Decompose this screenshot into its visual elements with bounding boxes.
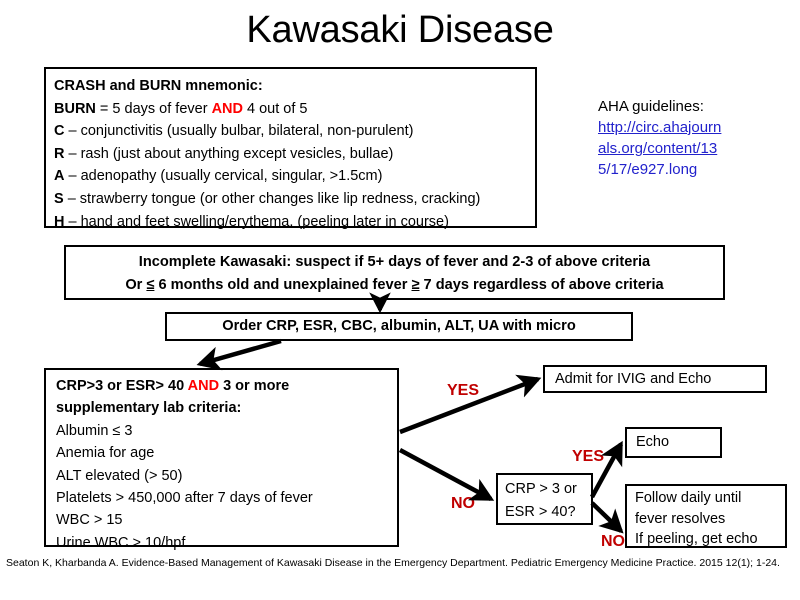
arrow-decision-no-to-follow [590,501,624,534]
incomplete-line-2-b: 6 months old and unexplained fever [154,277,412,293]
criteria-heading-a: CRP>3 or ESR> 40 [56,378,188,394]
echo-box: Echo [625,427,722,458]
follow-line-2: fever resolves [635,510,726,527]
crash-letter-r: R [54,145,65,162]
crash-text-r: – rash (just about anything except vesic… [64,145,394,162]
admit-text: Admit for IVIG and Echo [555,371,712,387]
incomplete-line-2-c: 7 days regardless of above criteria [419,277,664,293]
crash-item-r: R – rash (just about anything except ves… [54,143,535,166]
criteria-item-platelets: Platelets > 450,000 after 7 days of feve… [56,490,313,507]
follow-line-1: Follow daily until [635,490,742,506]
aha-link-line-3[interactable]: 5/17/e927.long [598,161,698,178]
criteria-heading-line-1: CRP>3 or ESR> 40 AND 3 or more [56,375,397,397]
crash-burn-mnemonic-box: CRASH and BURN mnemonic: BURN = 5 days o… [44,67,537,230]
echo-text: Echo [636,434,670,450]
lab-criteria-box: CRP>3 or ESR> 40 AND 3 or more supplemen… [44,368,399,551]
branch-label-no-primary: NO [451,495,475,512]
crash-letter-c: C [54,123,65,140]
crash-box-burn-line: BURN = 5 days of fever AND 4 out of 5 [54,98,535,121]
crp-esr-decision-box: CRP > 3 or ESR > 40? [496,473,593,525]
branch-label-yes-primary: YES [447,382,480,399]
burn-label: BURN [54,100,96,117]
branch-label-no-secondary: NO [601,533,625,550]
crash-item-a: A – adenopathy (usually cervical, singul… [54,165,535,188]
criteria-item-urine-wbc: Urine WBC > 10/hpf [56,534,186,551]
citation-text: Seaton K, Kharbanda A. Evidence-Based Ma… [6,557,780,569]
incomplete-line-1: Incomplete Kawasaki: suspect if 5+ days … [138,254,651,270]
decision-line-2: ESR > 40? [505,503,576,520]
page-title: Kawasaki Disease [246,9,554,51]
crash-letter-h: H [54,213,65,230]
criteria-and-keyword: AND [187,378,220,394]
incomplete-kawasaki-box: Incomplete Kawasaki: suspect if 5+ days … [64,245,725,300]
citation-block: Seaton K, Kharbanda A. Evidence-Based Ma… [6,556,796,571]
decision-line-1: CRP > 3 or [505,481,577,497]
greater-equal-symbol: ≥ [411,277,420,293]
crash-box-heading: CRASH and BURN mnemonic: [54,78,263,94]
crash-letter-s: S [54,190,64,207]
arrow-order-to-criteria [196,338,282,371]
incomplete-line-2-a: Or [125,277,147,293]
burn-and-keyword: AND [211,100,243,117]
aha-guidelines-block: AHA guidelines: http://circ.ahajourn als… [598,96,798,180]
criteria-item-anemia: Anemia for age [56,445,155,462]
criteria-item-albumin: Albumin ≤ 3 [56,422,133,439]
aha-heading: AHA guidelines: [598,98,704,115]
crash-letter-a: A [54,168,65,185]
criteria-item-alt: ALT elevated (> 50) [56,467,183,484]
crash-text-s: – strawberry tongue (or other changes li… [63,190,481,207]
criteria-heading-line-2: supplementary lab criteria: [56,400,242,417]
follow-daily-box: Follow daily until fever resolves If pee… [625,484,787,548]
arrow-criteria-no-to-decision [398,448,495,501]
order-labs-box: Order CRP, ESR, CBC, albumin, ALT, UA wi… [165,312,633,341]
admit-ivig-echo-box: Admit for IVIG and Echo [543,365,767,393]
aha-link-line-2[interactable]: als.org/content/13 [598,140,718,157]
burn-rest-1: = 5 days of fever [95,100,212,117]
criteria-item-wbc: WBC > 15 [56,512,123,529]
crash-item-c: C – conjunctivitis (usually bulbar, bila… [54,120,535,143]
crash-text-a: – adenopathy (usually cervical, singular… [64,168,383,185]
aha-link-line-1[interactable]: http://circ.ahajourn [598,119,722,136]
crash-item-h: H – hand and feet swelling/erythema, (pe… [54,211,535,234]
crash-item-s: S – strawberry tongue (or other changes … [54,188,535,211]
burn-rest-2: 4 out of 5 [242,100,308,117]
branch-label-yes-secondary: YES [572,448,605,465]
follow-line-3: If peeling, get echo [635,531,758,548]
order-labs-text: Order CRP, ESR, CBC, albumin, ALT, UA wi… [222,318,576,334]
criteria-heading-b: 3 or more [219,378,290,394]
crash-text-h: – hand and feet swelling/erythema, (peel… [64,213,449,230]
less-equal-symbol: ≤ [146,277,155,293]
crash-text-c: – conjunctivitis (usually bulbar, bilate… [64,123,414,140]
incomplete-line-2: Or ≤ 6 months old and unexplained fever … [66,274,723,297]
